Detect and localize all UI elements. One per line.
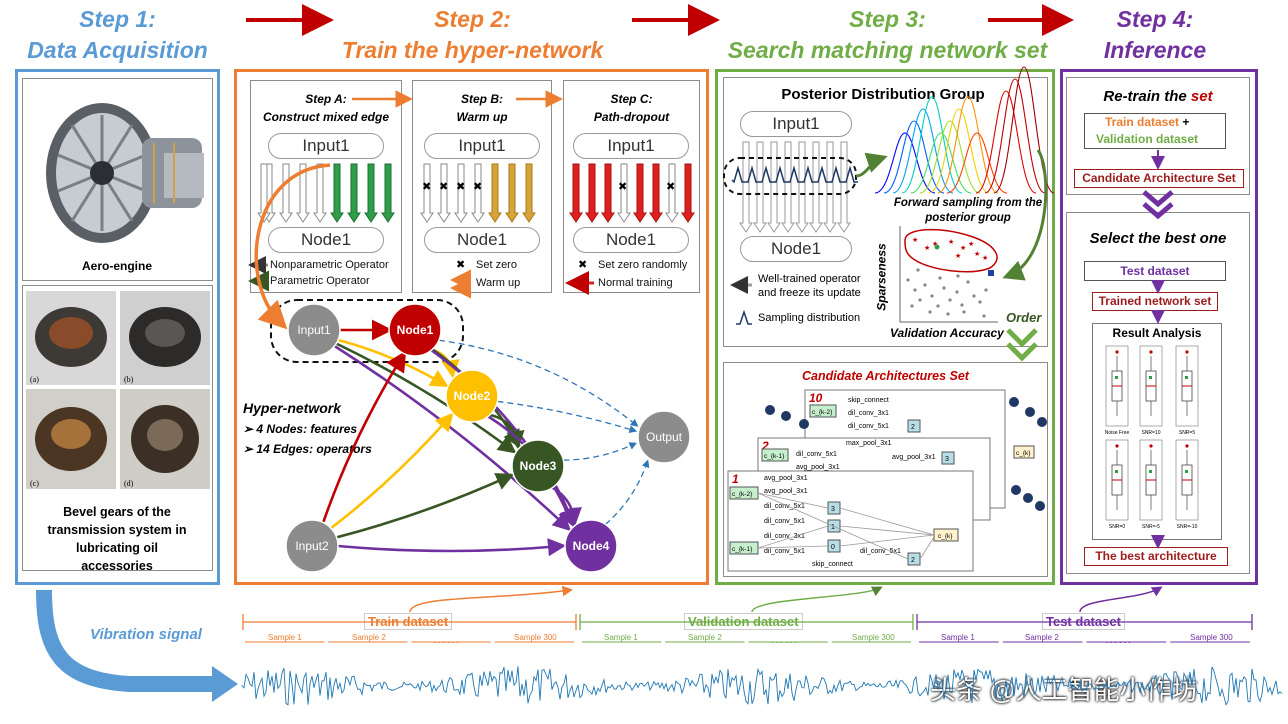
step-a-node: Node1 <box>268 227 384 253</box>
train-dataset-tag: Train dataset <box>364 613 453 630</box>
step1-number: Step 1: <box>79 6 156 32</box>
gear-label-a: (a) <box>30 375 39 384</box>
vibration-flow-head <box>212 666 238 702</box>
step-c-input: Input1 <box>573 133 689 159</box>
legend-b-setzero: Set zero <box>476 259 517 271</box>
card-plus: + <box>1182 115 1190 129</box>
step3-title: Search matching network set <box>727 37 1048 63</box>
posterior-input: Input1 <box>740 111 852 137</box>
train-val-card <box>1084 113 1226 149</box>
engine-box: Aero-engine <box>22 78 213 281</box>
aero-engine-image <box>46 103 204 243</box>
posterior-node: Node1 <box>740 236 852 262</box>
legend-a-nonparametric: Nonparametric Operator <box>270 259 389 271</box>
vibration-label: Vibration signal <box>90 626 202 643</box>
gear-label-d: (d) <box>124 479 134 488</box>
val-sample-300: Sample 300 <box>852 633 895 642</box>
hyper-bullet-1: ➢ 4 Nodes: features <box>243 422 358 436</box>
card-train: Train dataset + <box>1105 115 1189 129</box>
retrain-prefix: Re-train the <box>1103 88 1191 105</box>
legend-c-normal: Normal training <box>598 277 673 289</box>
legend-a-parametric: Parametric Operator <box>270 275 370 287</box>
step4-number: Step 4: <box>1116 6 1194 32</box>
hyper-bullet-1-text: 4 Nodes: features <box>256 422 358 436</box>
result-box <box>1092 323 1222 540</box>
step3-number: Step 3: <box>849 6 926 32</box>
step-a-input: Input1 <box>268 133 384 159</box>
val-sample-1: Sample 1 <box>604 633 638 642</box>
candidates-title: Candidate Architectures Set <box>802 369 969 383</box>
best-arch-box: The best architecture <box>1084 547 1228 566</box>
gears-caption: Bevel gears of the transmission system i… <box>47 505 187 573</box>
step3-panel <box>715 69 1055 585</box>
forward-text: Forward sampling from the posterior grou… <box>893 197 1043 224</box>
retrain-title: Re-train the set <box>1066 88 1250 105</box>
val-dataset-tag: Validation dataset <box>684 613 803 630</box>
step1-panel <box>15 69 220 585</box>
train-link-arrow <box>409 585 573 613</box>
test-dots: …… <box>1104 630 1132 646</box>
test-dataset-tag: Test dataset <box>1042 613 1125 630</box>
val-dots: …… <box>770 630 798 646</box>
step-b-input: Input1 <box>424 133 540 159</box>
trained-set-box: Trained network set <box>1092 292 1218 311</box>
step-a-title: Step A: <box>305 92 347 106</box>
retrain-set-word: set <box>1190 88 1213 105</box>
step4-header: Step 4: Inference <box>1060 4 1250 66</box>
posterior-title: Posterior Distribution Group <box>781 86 985 103</box>
test-sample-300: Sample 300 <box>1190 633 1233 642</box>
step-c-node: Node1 <box>573 227 689 253</box>
card-train-text: Train dataset <box>1105 115 1180 129</box>
test-sample-1: Sample 1 <box>941 633 975 642</box>
watermark: 头条 @人工智能小作坊 <box>930 675 1198 705</box>
legend-sampling: Sampling distribution <box>758 312 861 324</box>
step-b-node: Node1 <box>424 227 540 253</box>
engine-caption: Aero-engine <box>81 259 152 273</box>
legend-well-trained: Well-trained operator and freeze its upd… <box>758 273 861 299</box>
gear-label-c: (c) <box>30 479 39 488</box>
val-link-arrow <box>751 586 883 613</box>
scatter-xlabel: Validation Accuracy <box>890 326 1004 340</box>
step4-panel <box>1060 69 1258 585</box>
result-title: Result Analysis <box>1112 326 1202 340</box>
step2-panel <box>234 69 709 585</box>
train-dots: …… <box>432 630 460 646</box>
step-a-subtitle: Construct mixed edge <box>262 110 390 124</box>
gear-label-b: (b) <box>124 375 134 384</box>
step-c-subtitle: Path-dropout <box>593 110 670 124</box>
card-val: Validation dataset <box>1096 132 1199 146</box>
hyper-title: Hyper-network <box>243 400 342 416</box>
candidates-box <box>723 362 1048 577</box>
gears-box: (a) (b) (c) (d) Bevel gears of the trans… <box>22 285 213 573</box>
train-sample-300: Sample 300 <box>514 633 557 642</box>
legend-b-warmup: Warm up <box>476 277 521 289</box>
scatter-ylabel: Sparseness <box>874 243 889 311</box>
val-sample-2: Sample 2 <box>688 633 722 642</box>
select-title: Select the best one <box>1089 230 1227 247</box>
step1-header: Step 1: Data Acquisition <box>15 4 220 66</box>
step2-number: Step 2: <box>434 6 511 32</box>
step2-header: Step 2: Train the hyper-network <box>300 4 645 66</box>
step4-title: Inference <box>1103 37 1207 63</box>
test-link-arrow <box>1079 586 1163 613</box>
test-sample-2: Sample 2 <box>1025 633 1059 642</box>
step-b-title: Step B: <box>461 92 503 106</box>
step-c-title: Step C: <box>610 92 653 106</box>
order-label: Order <box>1006 310 1042 325</box>
train-sample-2: Sample 2 <box>352 633 386 642</box>
step1-title: Data Acquisition <box>27 37 208 63</box>
hyper-bullet-2-text: 14 Edges: operators <box>256 442 372 456</box>
candidate-set-box: Candidate Architecture Set <box>1074 169 1244 188</box>
step-b-subtitle: Warm up <box>456 110 508 124</box>
step3-header: Step 3: Search matching network set <box>715 4 1060 66</box>
test-dataset-card: Test dataset <box>1084 261 1226 281</box>
train-sample-1: Sample 1 <box>268 633 302 642</box>
hyper-bullet-2: ➢ 14 Edges: operators <box>243 442 372 456</box>
step2-title: Train the hyper-network <box>341 37 604 63</box>
bevel-gears-image: (a) (b) (c) (d) <box>26 291 210 489</box>
legend-c-setzero-random: Set zero randomly <box>598 259 688 271</box>
